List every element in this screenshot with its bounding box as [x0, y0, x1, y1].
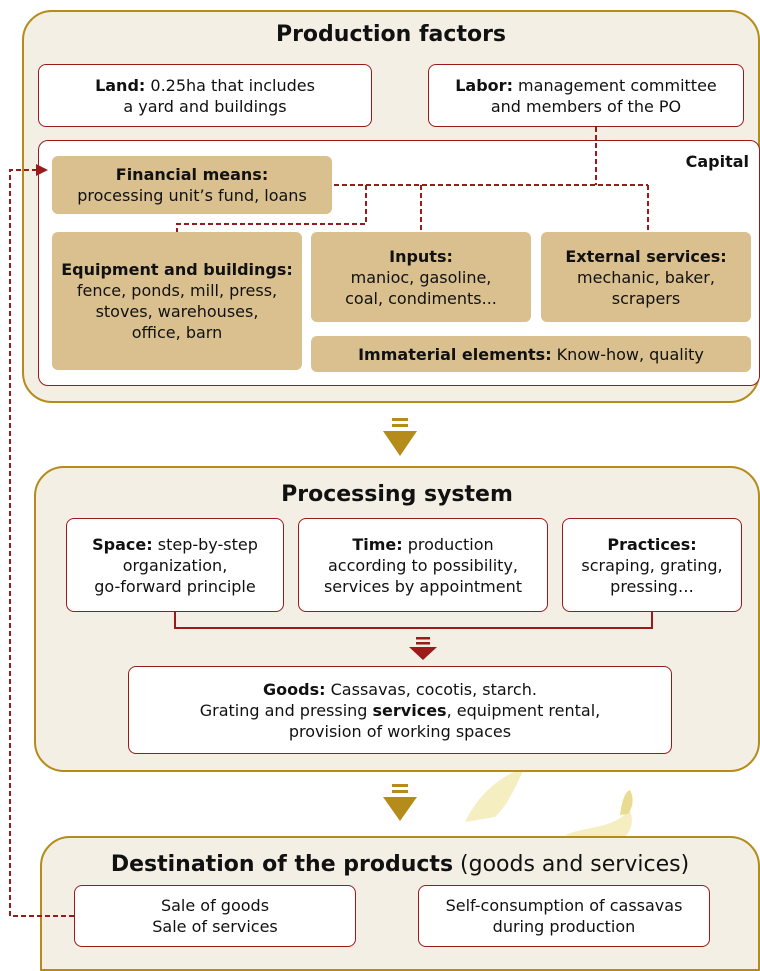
equipment-box: Equipment and buildings:fence, ponds, mi…: [52, 232, 302, 370]
inputs-box: Inputs:manioc, gasoline,coal, condiments…: [311, 232, 531, 322]
bird-icon: [465, 767, 525, 822]
goods-box: Goods: Cassavas, cocotis, starch. Gratin…: [128, 666, 672, 754]
destination-title: Destination of the products (goods and s…: [110, 852, 690, 877]
processing-system-title: Processing system: [281, 482, 513, 507]
down-arrow-icon: [383, 418, 417, 456]
feedback-arrowhead: [36, 164, 48, 176]
capital-connector-lines: [176, 127, 649, 232]
practices-box: Practices:scraping, grating,pressing…: [562, 518, 742, 612]
production-factors-title: Production factors: [275, 22, 507, 47]
financial-means-box: Financial means:processing unit’s fund, …: [52, 156, 332, 214]
processing-connector-lines: [174, 612, 653, 629]
capital-label: Capital: [685, 152, 749, 171]
down-arrow-icon: [383, 784, 417, 821]
external-services-box: External services:mechanic, baker,scrape…: [541, 232, 751, 322]
feedback-line: [9, 169, 74, 917]
down-arrow-icon: [409, 637, 437, 660]
immaterial-elements-box: Immaterial elements: Know-how, quality: [311, 336, 751, 372]
